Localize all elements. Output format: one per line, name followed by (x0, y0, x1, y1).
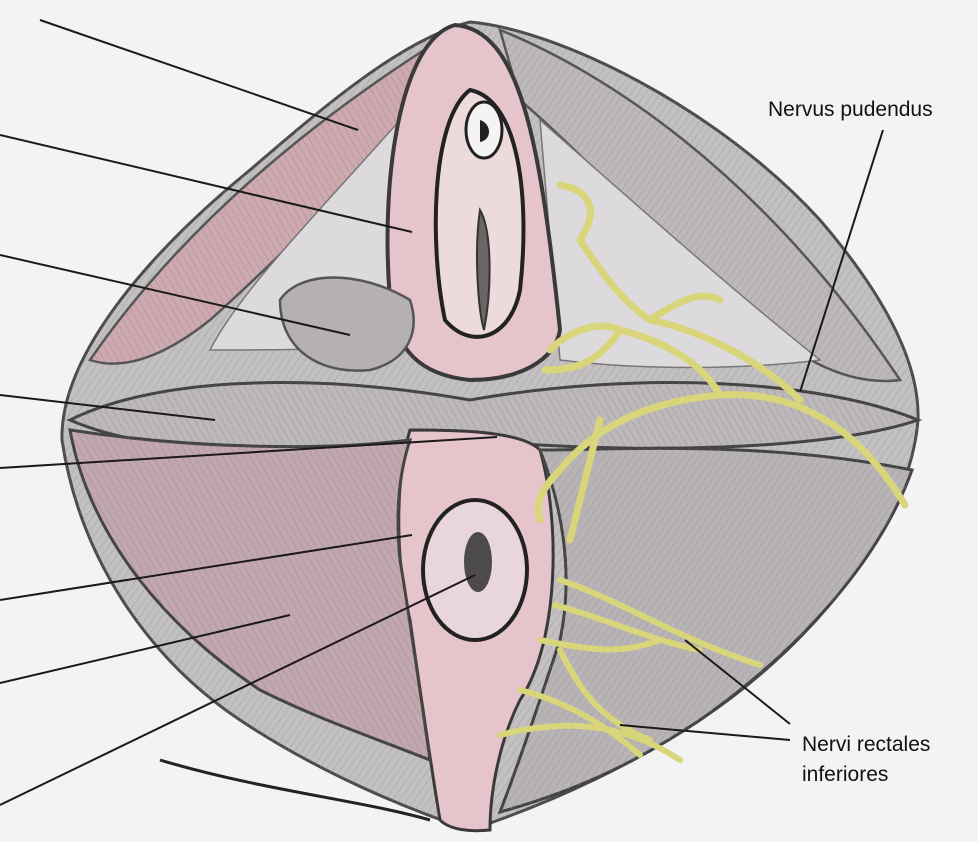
label-nervi-rectales-line2: inferiores (802, 762, 888, 788)
anus (464, 532, 492, 592)
label-nervus-pudendus: Nervus pudendus (768, 97, 933, 123)
label-nervi-rectales-line1: Nervi rectales (802, 732, 930, 758)
